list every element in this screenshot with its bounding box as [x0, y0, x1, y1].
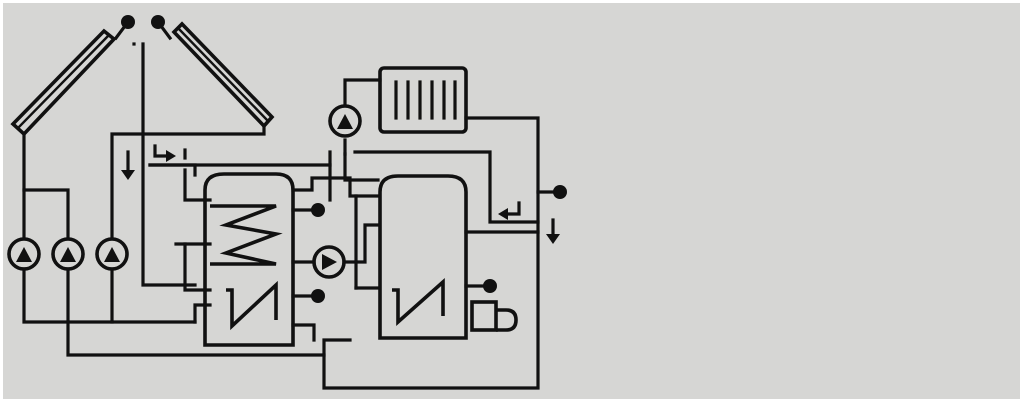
flow-direction-arrow-icon: [546, 218, 560, 244]
temperature-sensor-icon: [291, 289, 325, 303]
storage-tank-icon: [378, 174, 468, 340]
temperature-sensor-icon: [291, 203, 325, 217]
storage-tank-icon: [203, 172, 295, 347]
flow-direction-arrow-icon: [121, 150, 135, 180]
flow-direction-arrow-icon: [153, 144, 176, 162]
solar-collector-left-icon: [10, 28, 117, 137]
temperature-sensor-icon: [464, 279, 497, 293]
diagram-background: [3, 3, 1020, 399]
temperature-sensor-icon: [113, 15, 135, 41]
radiator-pipes: [322, 78, 540, 390]
heat-exchanger-coil-icon: [226, 280, 278, 331]
solar-collector-right-icon: [171, 21, 275, 129]
collector-pipes: [22, 42, 332, 287]
heat-exchanger-coil-icon: [392, 277, 445, 327]
temperature-sensor-icon: [151, 15, 173, 41]
radiator-icon: [378, 66, 468, 134]
pump-icon: [328, 104, 362, 138]
transfer-pipes: [291, 152, 380, 342]
heat-exchanger-coil-icon: [210, 204, 283, 266]
boiler-icon: [470, 300, 518, 332]
temperature-sensor-icon: [536, 185, 567, 199]
flow-direction-arrow-icon: [498, 201, 521, 220]
